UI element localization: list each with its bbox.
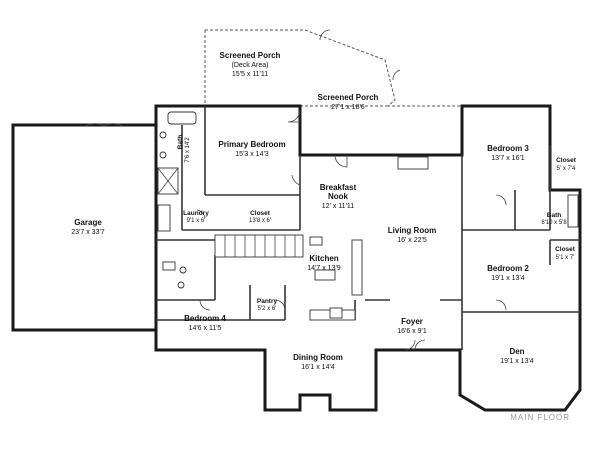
foyer-dim: 16'6 x 9'1 — [397, 328, 427, 335]
screened-porch-deck-dim: 15'5 x 11'11 — [232, 71, 268, 78]
pantry-label: Pantry — [257, 298, 278, 305]
kitchen-dim: 14'7 x 13'9 — [307, 265, 341, 272]
fixtures — [157, 111, 579, 321]
living-room-label: Living Room — [388, 226, 436, 235]
bedroom2-dim: 19'1 x 13'4 — [491, 275, 525, 282]
den-label: Den — [509, 347, 524, 356]
primary-bedroom-label: Primary Bedroom — [218, 140, 285, 149]
screened-porch-dim: 27'1 x 18'6 — [331, 104, 365, 111]
dining-room-dim: 16'1 x 14'4 — [301, 364, 335, 371]
breakfast-nook-label-2: Nook — [328, 192, 349, 201]
bedroom4-label: Bedroom 4 — [184, 314, 226, 323]
main-closet-dim: 13'8 x 6' — [249, 218, 271, 224]
bath2-label: Bath — [547, 212, 561, 219]
primary-bath-dim: 7'6 x 14'2 — [185, 137, 191, 163]
screened-porch-label: Screened Porch — [318, 93, 379, 102]
staircase — [214, 234, 304, 258]
bedroom3-dim: 13'7 x 16'1 — [491, 155, 525, 162]
door-swings — [196, 29, 507, 351]
bedroom3-closet-label: Closet — [556, 157, 577, 164]
screened-porch-outline — [204, 29, 462, 107]
den-dim: 19'1 x 13'4 — [500, 358, 534, 365]
laundry-dim: 9'1 x 6' — [187, 218, 206, 224]
kitchen-label: Kitchen — [309, 254, 338, 263]
primary-bedroom-dim: 15'3 x 14'3 — [235, 151, 269, 158]
bedroom3-closet-dim: 5' x 7'4 — [557, 166, 576, 172]
pantry-dim: 5'2 x 6' — [258, 306, 277, 312]
screened-porch-deck-label: Screened Porch — [220, 51, 281, 60]
primary-bath-label: Bath — [177, 135, 184, 149]
garage-label: Garage — [74, 218, 102, 227]
living-room-dim: 16' x 22'5 — [397, 237, 427, 244]
laundry-label: Laundry — [183, 210, 209, 217]
screened-porch-deck-sub: (Deck Area) — [232, 62, 269, 69]
garage-dim: 23'7 x 33'7 — [71, 229, 105, 236]
main-closet-label: Closet — [250, 210, 271, 217]
foyer-label: Foyer — [401, 317, 423, 326]
bedroom3-label: Bedroom 3 — [487, 144, 529, 153]
breakfast-nook-dim: 12' x 11'11 — [322, 203, 354, 210]
bedroom2-closet-dim: 5'1 x 7' — [556, 255, 575, 261]
interior-walls — [156, 106, 580, 350]
floor-label: MAIN FLOOR — [510, 413, 570, 422]
bedroom2-closet-label: Closet — [555, 246, 576, 253]
dining-room-label: Dining Room — [293, 353, 343, 362]
bedroom2-label: Bedroom 2 — [487, 264, 529, 273]
bath2-dim: 8'10 x 5'8 — [541, 220, 567, 226]
bedroom4-dim: 14'6 x 11'5 — [189, 325, 222, 332]
room-labels: Screened Porch (Deck Area) 15'5 x 11'11 … — [71, 51, 576, 422]
breakfast-nook-label: Breakfast — [320, 183, 357, 192]
